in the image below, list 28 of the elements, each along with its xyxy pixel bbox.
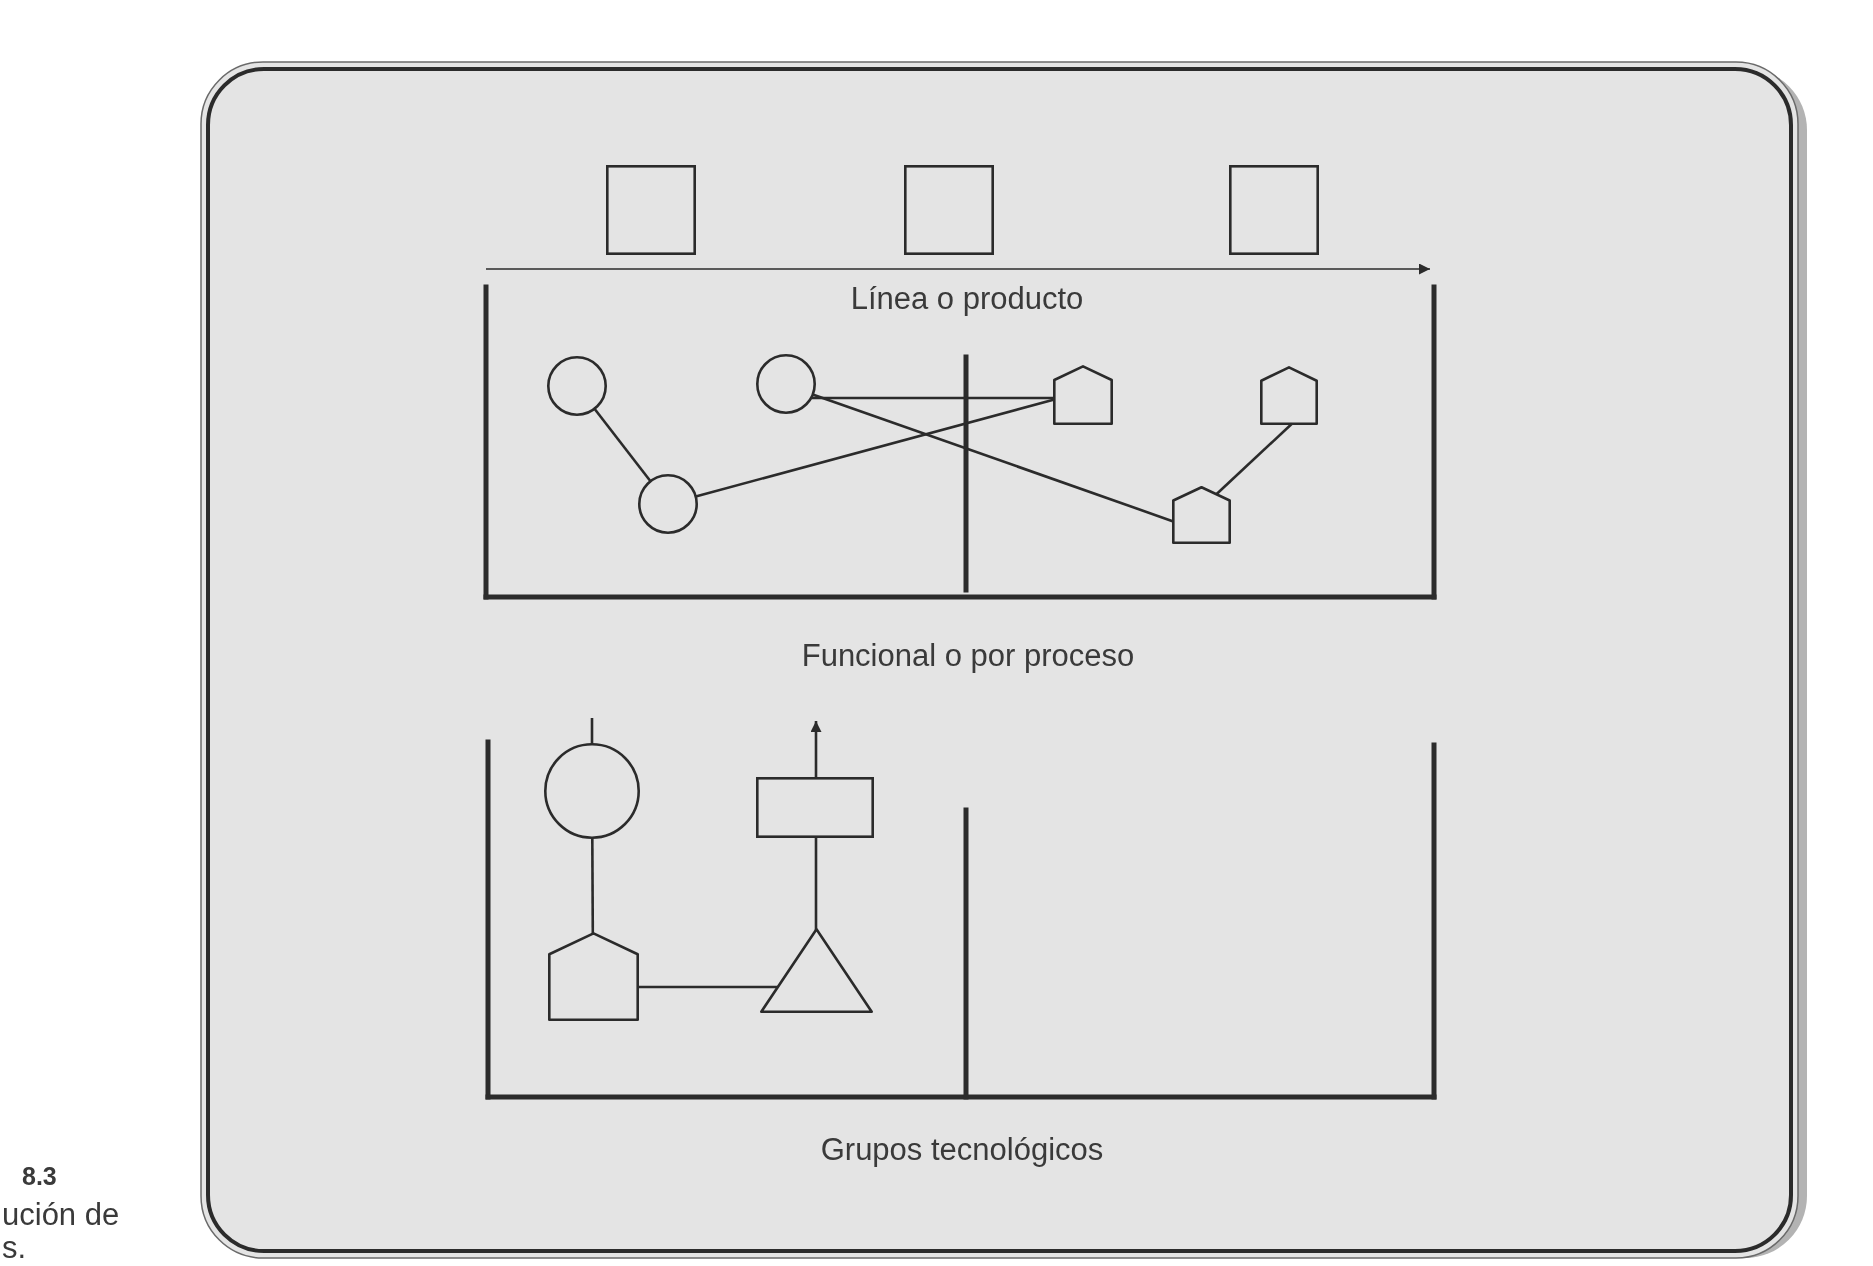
pentagon-symbol bbox=[1172, 486, 1231, 544]
connector-line bbox=[593, 407, 652, 483]
circle-symbol bbox=[638, 474, 698, 534]
connector-line bbox=[811, 396, 1055, 400]
figure-number: 8.3 bbox=[22, 1162, 57, 1191]
connector-line bbox=[695, 398, 1055, 498]
connector-line bbox=[812, 393, 1174, 523]
layout-caption: Grupos tecnológicos bbox=[820, 1132, 1104, 1168]
caption-text: ución de s. bbox=[2, 1198, 121, 1264]
circle-symbol bbox=[544, 743, 640, 839]
circle-symbol bbox=[756, 354, 816, 414]
connector-line bbox=[591, 837, 595, 934]
square-symbol bbox=[904, 165, 994, 255]
connector-line bbox=[637, 985, 778, 989]
pentagon-symbol bbox=[1053, 365, 1113, 425]
arrow bbox=[810, 721, 822, 779]
square-symbol bbox=[1229, 165, 1319, 255]
square-symbol bbox=[606, 165, 696, 255]
pentagon-symbol bbox=[548, 932, 639, 1021]
rectangle-symbol bbox=[756, 777, 874, 838]
connector-line bbox=[590, 718, 594, 745]
pentagon-symbol bbox=[1260, 366, 1318, 425]
layout-caption: Línea o producto bbox=[850, 281, 1084, 317]
connector-line bbox=[1215, 422, 1293, 496]
layout-caption: Funcional o por proceso bbox=[801, 638, 1135, 674]
circle-symbol bbox=[547, 356, 607, 416]
triangle-symbol bbox=[760, 928, 873, 1013]
connector-line bbox=[814, 836, 818, 930]
